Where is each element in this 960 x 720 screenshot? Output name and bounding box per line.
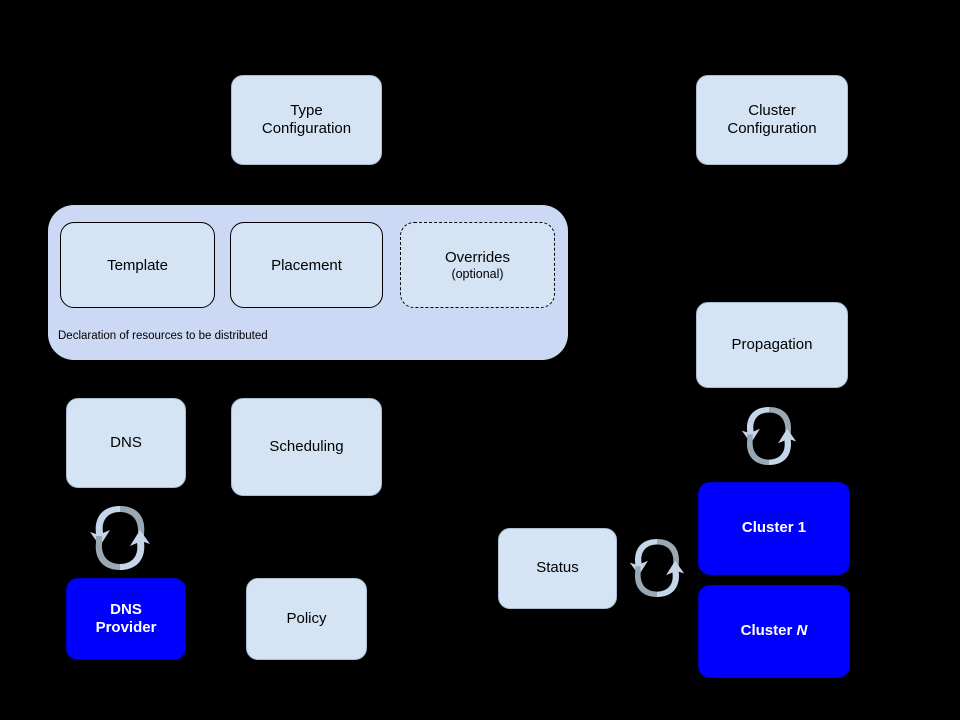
placement-label: Placement <box>271 256 342 274</box>
dns-provider-label: DNS Provider <box>96 601 157 638</box>
cluster-1-name: Cluster <box>741 519 794 537</box>
cluster-n-index: N <box>796 622 808 640</box>
propagation-label: Propagation <box>731 335 813 353</box>
node-dns-provider[interactable]: DNS Provider <box>66 578 186 660</box>
overrides-label: Overrides <box>444 249 511 266</box>
cluster-configuration-line1: Cluster <box>748 101 796 119</box>
node-overrides[interactable]: Overrides (optional) <box>400 222 555 308</box>
sync-arrows-icon <box>741 407 797 465</box>
dns-provider-line1: DNS <box>110 600 142 618</box>
cluster-n-name: Cluster <box>740 622 793 640</box>
node-type-configuration[interactable]: Type Configuration <box>231 75 382 165</box>
type-configuration-line1: Type <box>290 101 323 119</box>
policy-label: Policy <box>286 609 327 627</box>
cluster-1-index: 1 <box>797 519 807 537</box>
node-scheduling[interactable]: Scheduling <box>231 398 382 496</box>
node-status[interactable]: Status <box>498 528 617 609</box>
node-dns[interactable]: DNS <box>66 398 186 488</box>
sync-arrows-icon-status <box>628 530 686 606</box>
panel-caption: Declaration of resources to be distribut… <box>58 330 268 342</box>
node-policy[interactable]: Policy <box>246 578 367 660</box>
dns-label: DNS <box>110 433 142 451</box>
overrides-sublabel: (optional) <box>451 267 504 281</box>
node-template[interactable]: Template <box>60 222 215 308</box>
node-cluster-n[interactable]: Cluster N <box>698 585 850 678</box>
cluster-1-label: Cluster 1 <box>742 519 806 537</box>
type-configuration-label: Type Configuration <box>262 102 351 139</box>
cluster-configuration-label: Cluster Configuration <box>727 102 816 139</box>
node-placement[interactable]: Placement <box>230 222 383 308</box>
sync-arrows-icon-dns <box>88 500 152 576</box>
node-cluster-configuration[interactable]: Cluster Configuration <box>696 75 848 165</box>
type-configuration-line2: Configuration <box>261 120 352 137</box>
scheduling-label: Scheduling <box>269 437 344 455</box>
sync-arrows-icon-propagation <box>740 398 798 474</box>
node-propagation[interactable]: Propagation <box>696 302 848 388</box>
sync-arrows-icon <box>629 539 685 597</box>
template-label: Template <box>107 256 168 274</box>
sync-arrows-icon <box>90 506 150 570</box>
node-cluster-1[interactable]: Cluster 1 <box>698 482 850 575</box>
cluster-n-label: Cluster N <box>741 622 808 640</box>
dns-provider-line2: Provider <box>95 619 157 636</box>
status-label: Status <box>536 559 579 577</box>
cluster-configuration-line2: Configuration <box>727 120 817 137</box>
